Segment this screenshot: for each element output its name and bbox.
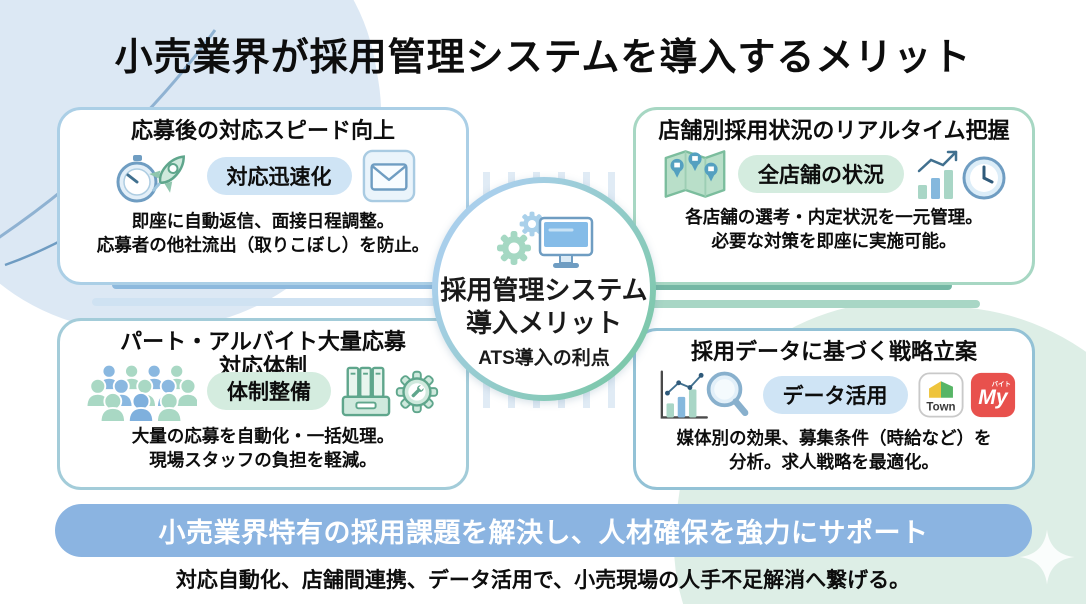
card-data-strategy: 採用データに基づく戦略立案 データ活用 [633,328,1035,490]
card-title: 店舗別採用状況のリアルタイム把握 [658,118,1010,143]
stopwatch-rocket-icon [116,155,185,203]
sparkle-icon [1019,529,1075,585]
card-body: 媒体別の効果、募集条件（時給など）を 分析。求人戦略を最適化。 [676,428,992,473]
card-body: 各店舗の選考・内定状況を一元管理。 必要な対策を即座に実施可能。 [685,207,983,252]
center-circle: 採用管理システム 導入メリット ATS導入の利点 [432,177,656,401]
connector-ribbon-left-3 [92,298,558,306]
badge-structure: 体制整備 [207,371,331,410]
mynavi-logo: My バイト [970,373,1015,418]
center-subtitle: ATS導入の利点 [478,348,610,369]
crowd-icon [85,363,197,422]
page-title: 小売業界が採用管理システムを導入するメリット [114,37,972,79]
card-title: 応募後の対応スピード向上 [130,118,395,143]
card-response-speed: 応募後の対応スピード向上 対応迅速化 [57,107,469,285]
card-body: 大量の応募を自動化・一括処理。 現場スタッフの負担を軽減。 [131,425,395,470]
center-title: 採用管理システム 導入メリット [440,275,648,338]
card-mass-application: パート・アルバイト大量応募 対応体制 [57,318,469,490]
card-title: 採用データに基づく戦略立案 [690,339,977,364]
card-body: 即座に自動返信、面接日程調整。 応募者の他社流出（取りこぼし）を防止。 [96,211,430,256]
badge-data-use: データ活用 [762,376,908,415]
gears-monitor-icon [497,211,594,268]
chart-magnifier-icon [660,370,748,419]
files-gear-icon [341,366,439,416]
growth-chart-clock-icon [917,151,1006,200]
connector-ribbon-right-2 [532,282,952,290]
badge-all-stores: 全店舗の状況 [738,155,904,194]
badge-speed: 対応迅速化 [206,157,352,196]
svg-text:バイト: バイト [991,380,1010,388]
townwork-logo: Town [917,372,964,418]
svg-text:Town: Town [926,402,955,414]
store-map-icon [664,150,726,199]
svg-text:My: My [978,386,1009,409]
summary-banner: 小売業界特有の採用課題を解決し、人材確保を強力にサポート [55,504,1032,557]
footer-note: 対応自動化、店舗間連携、データ活用で、小売現場の人手不足解消へ繋げる。 [175,569,911,592]
connector-ribbon-right-3 [532,300,980,308]
envelope-icon [362,150,415,203]
connector-ribbon-left-2 [112,281,558,289]
summary-banner-text: 小売業界特有の採用課題を解決し、人材確保を強力にサポート [158,518,929,548]
card-realtime-status: 店舗別採用状況のリアルタイム把握 全店舗の状況 [633,107,1035,285]
